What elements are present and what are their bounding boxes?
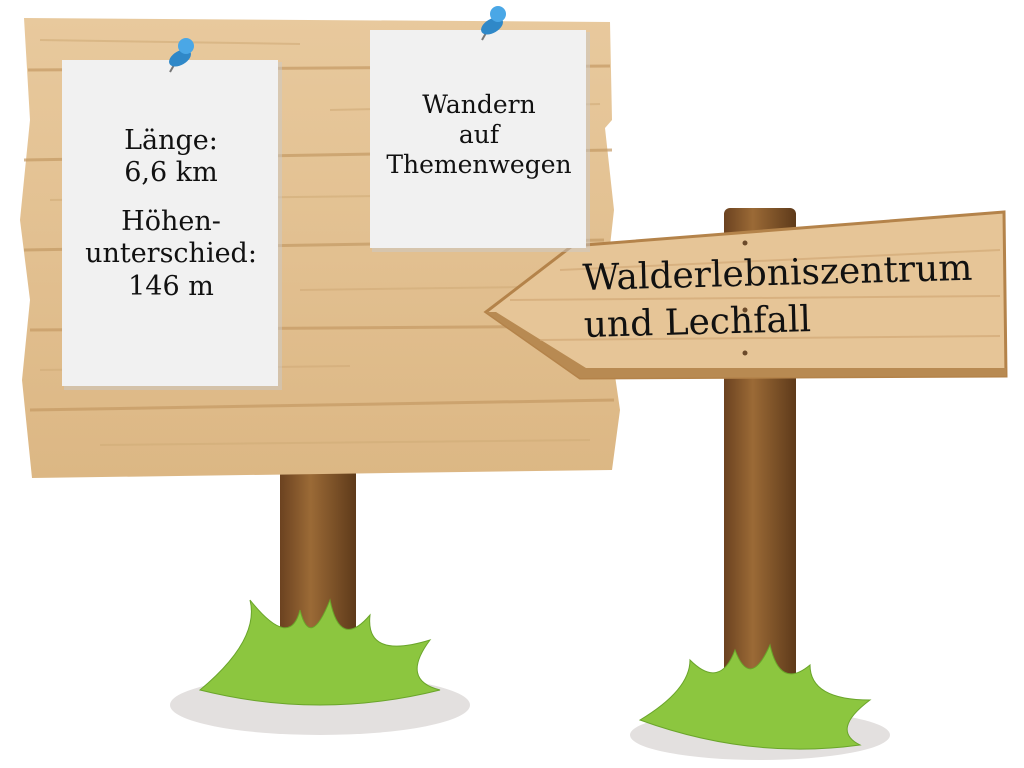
- elevation-label-2: unterschied:: [85, 238, 257, 270]
- note-paper-right: [370, 30, 590, 252]
- grass-left: [198, 598, 441, 706]
- pushpin-icon-left: [169, 38, 194, 73]
- note-left-text: Länge: 6,6 km Höhen- unterschied: 146 m: [62, 125, 280, 303]
- pushpin-icon-right: [481, 6, 506, 41]
- grass-right: [638, 643, 872, 750]
- elevation-value: 146 m: [128, 270, 214, 302]
- elevation-label-1: Höhen-: [121, 205, 221, 237]
- note-right-line3: Themenwegen: [386, 150, 572, 179]
- note-right-text: Wandern auf Themenwegen: [370, 90, 588, 180]
- length-value: 6,6 km: [124, 157, 218, 189]
- note-right-line2: auf: [458, 120, 500, 149]
- direction-sign-text: Walderlebniszentrum und Lechfall: [582, 246, 974, 350]
- direction-arrow-board: [483, 210, 1008, 380]
- note-right-line1: Wandern: [422, 90, 536, 119]
- length-label: Länge:: [124, 125, 218, 156]
- note-paper-left: [62, 60, 282, 390]
